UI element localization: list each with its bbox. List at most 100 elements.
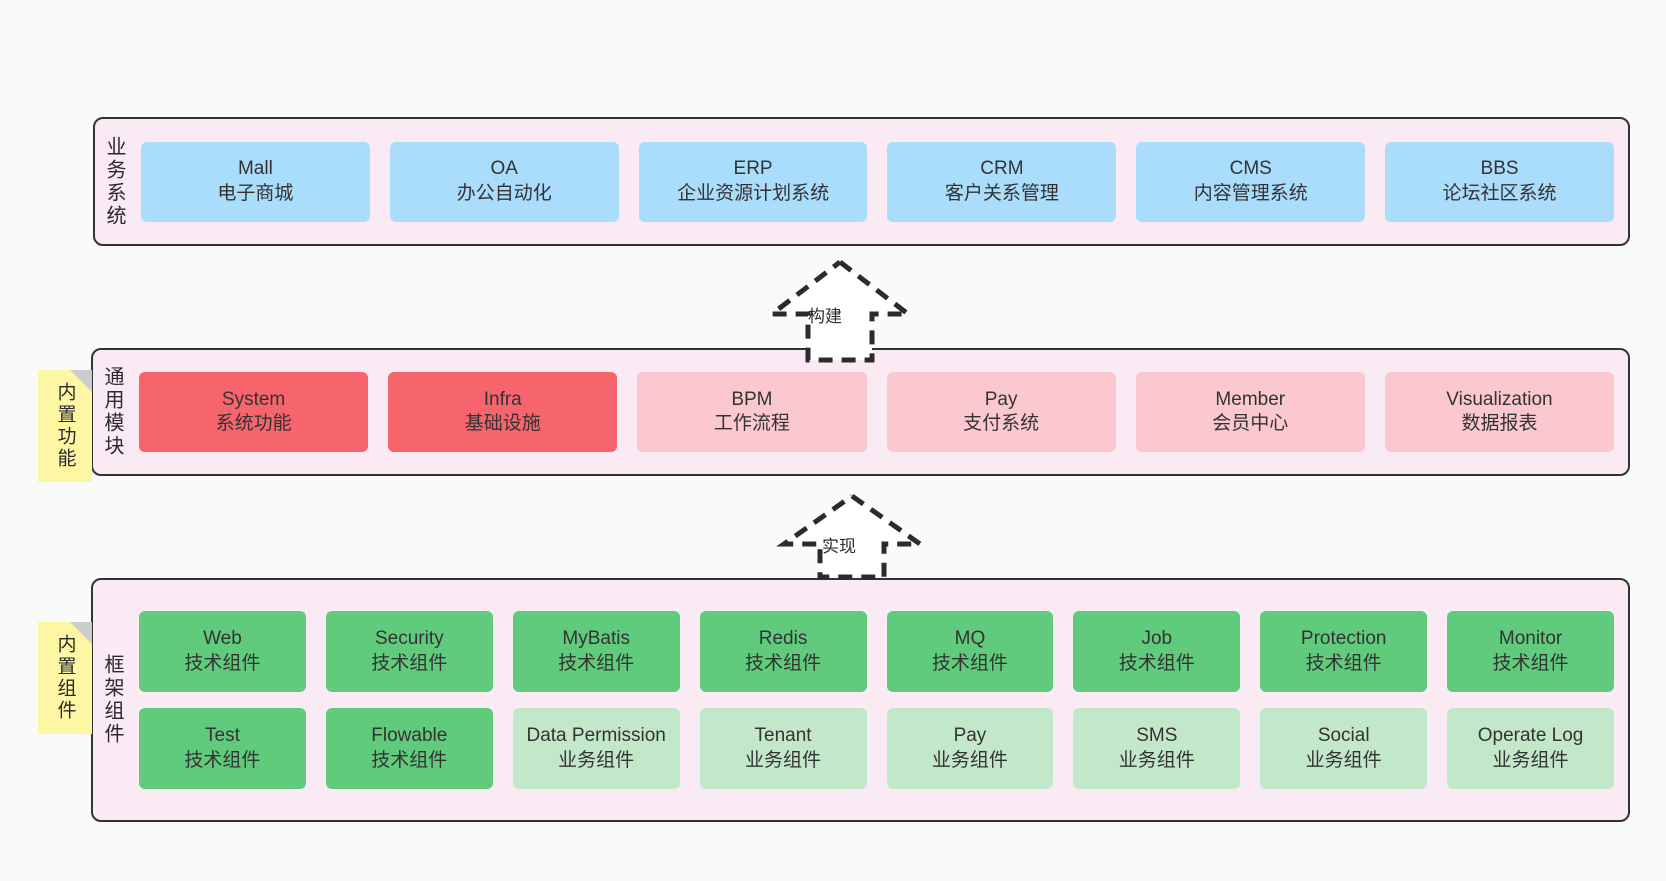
cell-title: BBS bbox=[1480, 158, 1519, 180]
cell-title: Operate Log bbox=[1477, 725, 1584, 747]
cell-subtitle: 企业资源计划系统 bbox=[677, 182, 830, 204]
module-card-pay[interactable]: Pay 支付系统 bbox=[886, 372, 1116, 452]
cell-subtitle: 技术组件 bbox=[184, 652, 261, 674]
cell-subtitle: 业务组件 bbox=[558, 749, 635, 771]
implement-arrow-label: 实现 bbox=[822, 537, 856, 556]
cell-title: OA bbox=[490, 158, 518, 180]
cell-subtitle: 业务组件 bbox=[1492, 749, 1569, 771]
cell-subtitle: 技术组件 bbox=[371, 749, 448, 771]
cell-subtitle: 基础设施 bbox=[464, 413, 541, 434]
module-card-system[interactable]: System 系统功能 bbox=[139, 372, 369, 452]
cell-title: CMS bbox=[1229, 158, 1272, 180]
cell-subtitle: 系统功能 bbox=[215, 413, 292, 434]
cell-title: Pay bbox=[953, 725, 987, 747]
common-module-row: System 系统功能 Infra 基础设施 BPM 工作流程 Pay 支付系统 Member 会… bbox=[139, 372, 1615, 452]
implement-generalization-arrow: 实现 bbox=[772, 492, 932, 580]
cell-title: MQ bbox=[954, 628, 986, 650]
framework-component-layer-title: 框架组件 bbox=[101, 654, 123, 746]
cell-subtitle: 业务组件 bbox=[1118, 749, 1195, 771]
cell-subtitle: 技术组件 bbox=[745, 652, 822, 674]
builtin-function-note: 内置功能 bbox=[38, 370, 92, 482]
build-arrow-glyph bbox=[764, 260, 916, 363]
cell-title: System bbox=[221, 388, 286, 410]
cell-title: Protection bbox=[1300, 628, 1387, 650]
cell-subtitle: 技术组件 bbox=[184, 749, 261, 771]
cell-title: Pay bbox=[984, 388, 1018, 410]
cell-title: Web bbox=[203, 628, 242, 650]
module-card-member[interactable]: Member 会员中心 bbox=[1135, 372, 1365, 452]
common-module-layer-title: 通用模块 bbox=[101, 366, 123, 458]
build-arrow-label: 构建 bbox=[808, 307, 842, 326]
cell-subtitle: 技术组件 bbox=[1492, 652, 1569, 674]
implement-arrow-glyph bbox=[776, 493, 928, 580]
cell-subtitle: 论坛社区系统 bbox=[1442, 182, 1557, 204]
module-card-infra[interactable]: Infra 基础设施 bbox=[388, 372, 618, 452]
cell-subtitle: 技术组件 bbox=[1118, 652, 1195, 674]
cell-title: CRM bbox=[980, 158, 1024, 180]
cell-title: Job bbox=[1141, 628, 1173, 650]
common-module-layer: 通用模块 System 系统功能 Infra 基础设施 BPM 工作流程 Pay 支付系统 Me… bbox=[91, 348, 1630, 476]
cell-subtitle: 技术组件 bbox=[371, 652, 448, 674]
cell-title: SMS bbox=[1136, 725, 1178, 747]
cell-title: Visualization bbox=[1446, 388, 1553, 410]
cell-title: Test bbox=[205, 725, 240, 747]
cell-title: Infra bbox=[483, 388, 522, 410]
cell-title: Flowable bbox=[371, 725, 448, 747]
module-card-bpm[interactable]: BPM 工作流程 bbox=[637, 372, 867, 452]
cell-subtitle: 电子商城 bbox=[217, 182, 294, 204]
builtin-component-note: 内置组件 bbox=[38, 622, 92, 734]
cell-title: Data Permission bbox=[526, 725, 666, 747]
cell-title: Redis bbox=[758, 628, 808, 650]
cell-subtitle: 客户关系管理 bbox=[944, 182, 1059, 204]
cell-subtitle: 业务组件 bbox=[1305, 749, 1382, 771]
business-system-layer-title: 业务系统 bbox=[103, 135, 125, 228]
cell-subtitle: 数据报表 bbox=[1461, 413, 1538, 434]
cell-subtitle: 工作流程 bbox=[713, 413, 790, 434]
cell-subtitle: 技术组件 bbox=[1305, 652, 1382, 674]
cell-title: Security bbox=[374, 628, 444, 650]
cell-title: BPM bbox=[731, 388, 773, 410]
cell-subtitle: 支付系统 bbox=[963, 413, 1040, 434]
cell-subtitle: 办公自动化 bbox=[456, 182, 552, 204]
cell-title: Social bbox=[1317, 725, 1370, 747]
cell-subtitle: 会员中心 bbox=[1212, 413, 1289, 434]
cell-title: ERP bbox=[733, 158, 773, 180]
common-module-layer-body: System 系统功能 Infra 基础设施 BPM 工作流程 Pay 支付系统 Member 会… bbox=[131, 350, 1628, 474]
cell-subtitle: 内容管理系统 bbox=[1193, 182, 1308, 204]
cell-title: MyBatis bbox=[562, 628, 630, 650]
cell-title: Tenant bbox=[754, 725, 812, 747]
build-generalization-arrow: 构建 bbox=[760, 258, 920, 363]
module-card-visualization[interactable]: Visualization 数据报表 bbox=[1384, 372, 1615, 452]
cell-title: Member bbox=[1215, 388, 1286, 410]
builtin-component-note-label: 内置组件 bbox=[54, 634, 76, 722]
